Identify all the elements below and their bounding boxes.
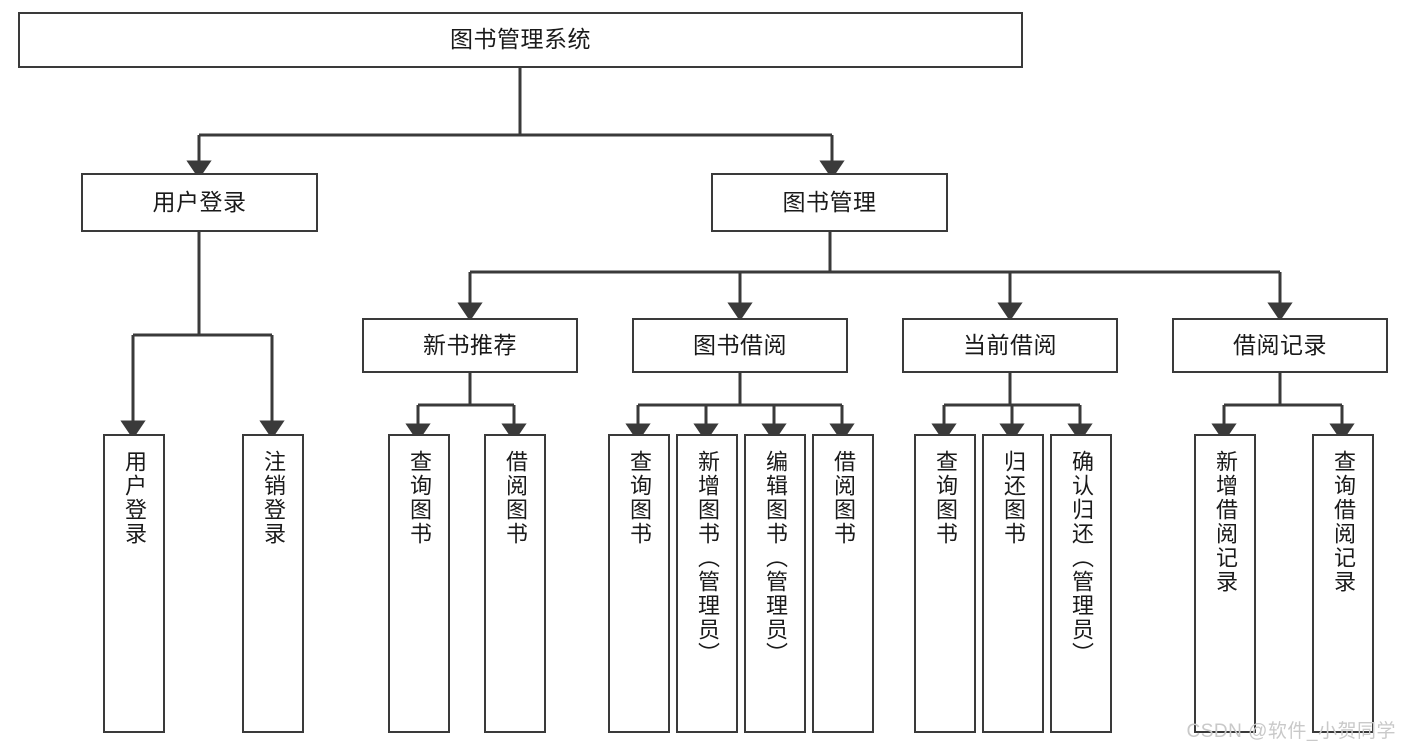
node-label: 确认归还（管理员） [1069, 450, 1094, 666]
node-label: 当前借阅 [963, 331, 1057, 358]
node-label: 查询借阅记录 [1331, 450, 1356, 594]
node-book-manage[interactable]: 图书管理 [711, 173, 948, 232]
node-leaf-query-record[interactable]: 查询借阅记录 [1312, 434, 1374, 733]
node-leaf-borrow-book-1[interactable]: 借阅图书 [484, 434, 546, 733]
node-borrow-record[interactable]: 借阅记录 [1172, 318, 1388, 373]
node-label: 查询图书 [407, 450, 432, 546]
node-new-book-recommend[interactable]: 新书推荐 [362, 318, 578, 373]
node-label: 查询图书 [933, 450, 958, 546]
node-label: 图书借阅 [693, 331, 787, 358]
node-current-borrow[interactable]: 当前借阅 [902, 318, 1118, 373]
node-label: 用户登录 [152, 188, 247, 215]
node-label: 注销登录 [261, 450, 286, 546]
node-leaf-add-record[interactable]: 新增借阅记录 [1194, 434, 1256, 733]
node-label: 新增图书（管理员） [695, 450, 720, 666]
node-leaf-user-login[interactable]: 用户登录 [103, 434, 165, 733]
node-label: 借阅图书 [503, 450, 528, 546]
node-leaf-query-book-3[interactable]: 查询图书 [914, 434, 976, 733]
node-leaf-borrow-book-2[interactable]: 借阅图书 [812, 434, 874, 733]
node-label: 编辑图书（管理员） [763, 450, 788, 666]
node-leaf-return-book[interactable]: 归还图书 [982, 434, 1044, 733]
node-label: 图书管理 [782, 188, 877, 215]
node-book-borrow[interactable]: 图书借阅 [632, 318, 848, 373]
node-label: 新增借阅记录 [1213, 450, 1238, 594]
node-user-login[interactable]: 用户登录 [81, 173, 318, 232]
node-label: 用户登录 [122, 450, 147, 546]
node-leaf-query-book-1[interactable]: 查询图书 [388, 434, 450, 733]
watermark-text: CSDN @软件_小贺同学 [1186, 721, 1396, 742]
node-leaf-user-logout[interactable]: 注销登录 [242, 434, 304, 733]
node-leaf-confirm-return[interactable]: 确认归还（管理员） [1050, 434, 1112, 733]
node-label: 借阅记录 [1233, 331, 1327, 358]
node-label: 归还图书 [1001, 450, 1026, 546]
node-label: 查询图书 [627, 450, 652, 546]
node-root-system[interactable]: 图书管理系统 [18, 12, 1023, 68]
node-label: 新书推荐 [423, 331, 517, 358]
node-label: 借阅图书 [831, 450, 856, 546]
node-leaf-add-book[interactable]: 新增图书（管理员） [676, 434, 738, 733]
node-label: 图书管理系统 [450, 26, 591, 53]
node-leaf-query-book-2[interactable]: 查询图书 [608, 434, 670, 733]
node-leaf-edit-book[interactable]: 编辑图书（管理员） [744, 434, 806, 733]
